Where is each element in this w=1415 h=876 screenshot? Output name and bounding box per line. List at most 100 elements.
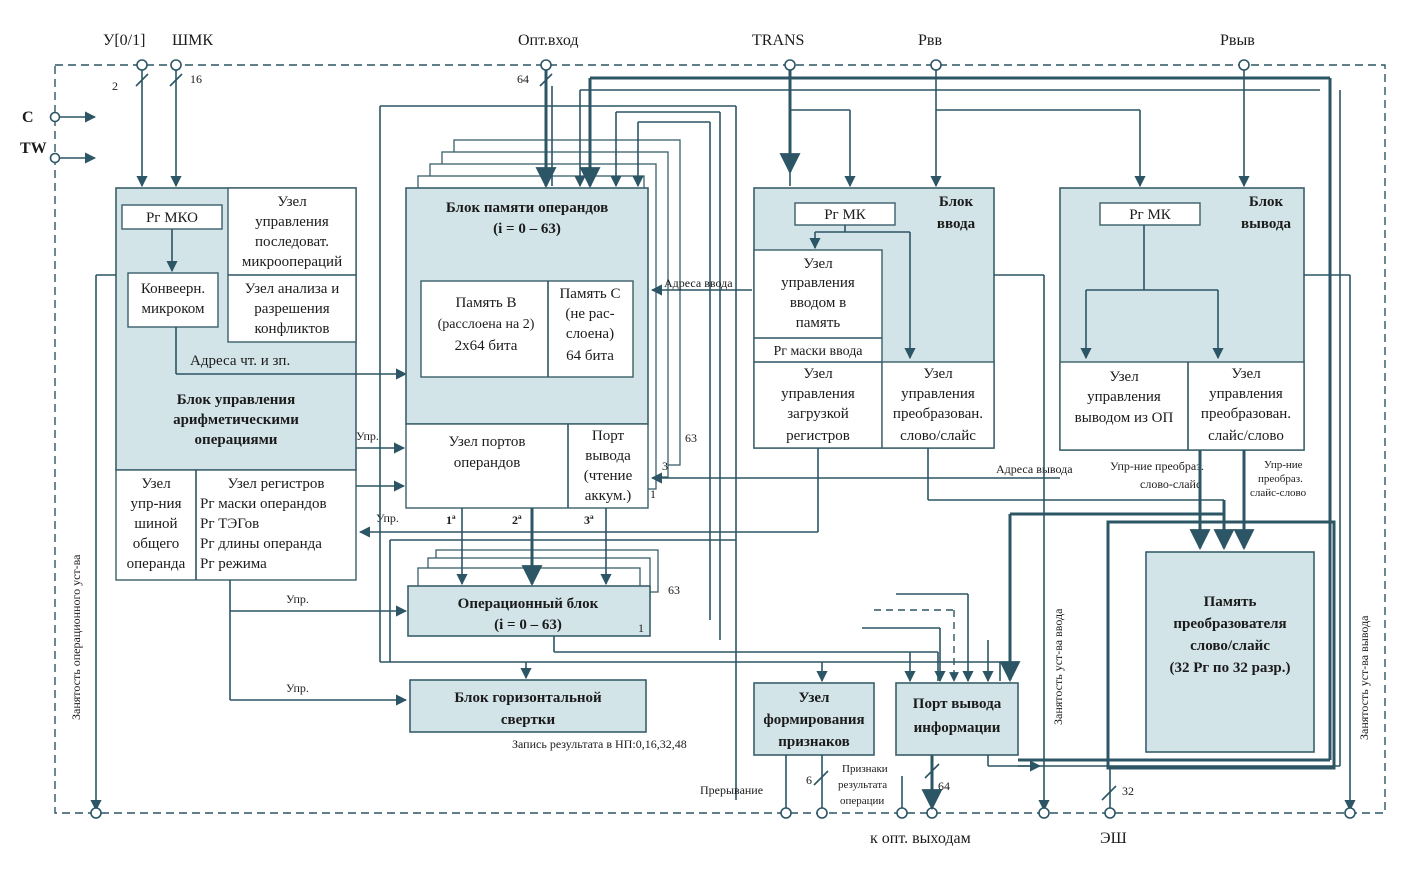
svg-text:Память В: Память В <box>455 295 516 311</box>
svg-text:управления: управления <box>781 275 855 291</box>
svg-text:Порт: Порт <box>592 428 625 444</box>
svg-text:Память: Память <box>1204 594 1257 610</box>
svg-text:результата: результата <box>838 779 887 791</box>
info-port <box>895 682 1019 756</box>
svg-text:Узел: Узел <box>923 366 953 382</box>
svg-text:Узел: Узел <box>141 476 171 492</box>
pin-rvyv <box>1238 59 1250 71</box>
svg-text:Адреса чт. и зп.: Адреса чт. и зп. <box>190 353 290 369</box>
pin-rvv <box>930 59 942 71</box>
svg-text:ЭШ: ЭШ <box>1100 830 1127 847</box>
label-c: C <box>22 109 34 126</box>
svg-text:микроопераций: микроопераций <box>242 254 342 270</box>
svg-text:2ª: 2ª <box>512 513 522 527</box>
svg-text:управления: управления <box>901 386 975 402</box>
svg-text:Упр.: Упр. <box>286 681 309 695</box>
svg-text:Рг длины операнда: Рг длины операнда <box>200 536 322 552</box>
svg-text:вывода: вывода <box>585 448 631 464</box>
svg-text:управления: управления <box>781 386 855 402</box>
width-64-top: 64 <box>517 72 529 86</box>
svg-text:(i = 0 – 63): (i = 0 – 63) <box>493 221 561 237</box>
svg-text:формирования: формирования <box>763 712 864 728</box>
label-opt-in: Опт.вход <box>518 32 579 49</box>
svg-text:выводом из ОП: выводом из ОП <box>1075 410 1174 426</box>
svg-text:аккум.): аккум.) <box>585 488 632 504</box>
rg-mko <box>121 204 223 230</box>
svg-text:Узел: Узел <box>803 366 833 382</box>
svg-text:1: 1 <box>650 487 656 501</box>
svg-text:Узел анализа и: Узел анализа и <box>245 281 339 297</box>
svg-text:операндов: операндов <box>454 455 521 471</box>
input-addr-label: Адреса ввода <box>664 276 733 290</box>
svg-text:(не рас-: (не рас- <box>565 306 614 322</box>
svg-text:(32 Рг по 32 разр.): (32 Рг по 32 разр.) <box>1169 660 1290 676</box>
busy-op-label: Занятость операционного уст-ва <box>69 554 83 720</box>
svg-text:(чтение: (чтение <box>584 468 633 484</box>
svg-text:63: 63 <box>668 583 680 597</box>
svg-text:Узел: Узел <box>803 256 833 272</box>
svg-text:Узел: Узел <box>277 194 307 210</box>
svg-text:Рг маски операндов: Рг маски операндов <box>200 496 327 512</box>
svg-text:Блок: Блок <box>1249 194 1284 210</box>
svg-text:Узел: Узел <box>799 690 830 706</box>
svg-text:слоена): слоена) <box>566 326 614 342</box>
outer-frame <box>54 64 1386 814</box>
svg-text:Запись результата в НП:0,16,32: Запись результата в НП:0,16,32,48 <box>512 737 687 751</box>
svg-text:Узел: Узел <box>1109 369 1139 385</box>
svg-text:Блок памяти операндов: Блок памяти операндов <box>446 200 608 216</box>
busy-out-label: Занятость уст-ва вывода <box>1357 615 1371 740</box>
svg-text:Конвеерн.: Конвеерн. <box>141 281 205 297</box>
svg-text:ввода: ввода <box>937 216 976 232</box>
svg-text:Блок управления: Блок управления <box>177 392 295 408</box>
svg-text:Узел регистров: Узел регистров <box>228 476 325 492</box>
svg-text:общего: общего <box>133 536 180 552</box>
svg-text:63: 63 <box>685 431 697 445</box>
svg-text:шиной: шиной <box>134 516 177 532</box>
conv-memory <box>1145 551 1315 753</box>
svg-text:Порт вывода: Порт вывода <box>913 696 1002 712</box>
svg-text:Упр-ние: Упр-ние <box>1264 459 1303 471</box>
svg-text:операции: операции <box>840 795 884 807</box>
svg-text:память: память <box>796 315 841 331</box>
svg-text:вывода: вывода <box>1241 216 1291 232</box>
svg-text:Прерывание: Прерывание <box>700 783 763 797</box>
hscan-block <box>409 679 647 733</box>
svg-text:преобраз.: преобраз. <box>1258 473 1303 485</box>
svg-text:Узел портов: Узел портов <box>449 434 526 450</box>
svg-text:свертки: свертки <box>501 712 556 728</box>
svg-text:64: 64 <box>938 779 950 793</box>
pin-opt-in <box>540 59 552 71</box>
svg-text:Блок горизонтальной: Блок горизонтальной <box>454 690 602 706</box>
svg-text:Признаки: Признаки <box>842 763 888 775</box>
svg-text:последоват.: последоват. <box>255 234 329 250</box>
svg-text:операнда: операнда <box>127 556 186 572</box>
svg-text:преобразован.: преобразован. <box>1201 406 1291 422</box>
svg-text:конфликтов: конфликтов <box>255 321 330 337</box>
svg-text:Память С: Память С <box>559 286 620 302</box>
svg-text:Адреса вывода: Адреса вывода <box>996 462 1073 476</box>
svg-text:Блок: Блок <box>939 194 974 210</box>
svg-text:2х64 бита: 2х64 бита <box>455 338 518 354</box>
svg-text:Рг МК: Рг МК <box>824 207 867 223</box>
pin-shmk <box>170 59 182 71</box>
svg-text:Рг режима: Рг режима <box>200 556 267 572</box>
svg-text:преобразован.: преобразован. <box>893 406 983 422</box>
svg-text:операциями: операциями <box>195 432 278 448</box>
svg-text:слайс/слово: слайс/слово <box>1208 428 1284 444</box>
svg-text:1: 1 <box>638 621 644 635</box>
svg-text:слово/слайс: слово/слайс <box>900 428 976 444</box>
svg-text:регистров: регистров <box>786 428 850 444</box>
svg-text:Рг МКО: Рг МКО <box>146 210 198 226</box>
svg-text:управления: управления <box>1087 389 1161 405</box>
conveyor-node <box>127 272 219 328</box>
mem-b <box>420 280 634 378</box>
svg-text:Упр-ние преобраз.: Упр-ние преобраз. <box>1110 459 1204 473</box>
svg-text:Упр.: Упр. <box>376 511 399 525</box>
svg-text:Операционный блок: Операционный блок <box>458 596 599 612</box>
svg-text:Узел: Узел <box>1231 366 1261 382</box>
label-trans: TRANS <box>752 32 804 49</box>
svg-text:управления: управления <box>255 214 329 230</box>
label-rvyv: Рвыв <box>1220 32 1255 49</box>
svg-text:вводом в: вводом в <box>790 295 846 311</box>
